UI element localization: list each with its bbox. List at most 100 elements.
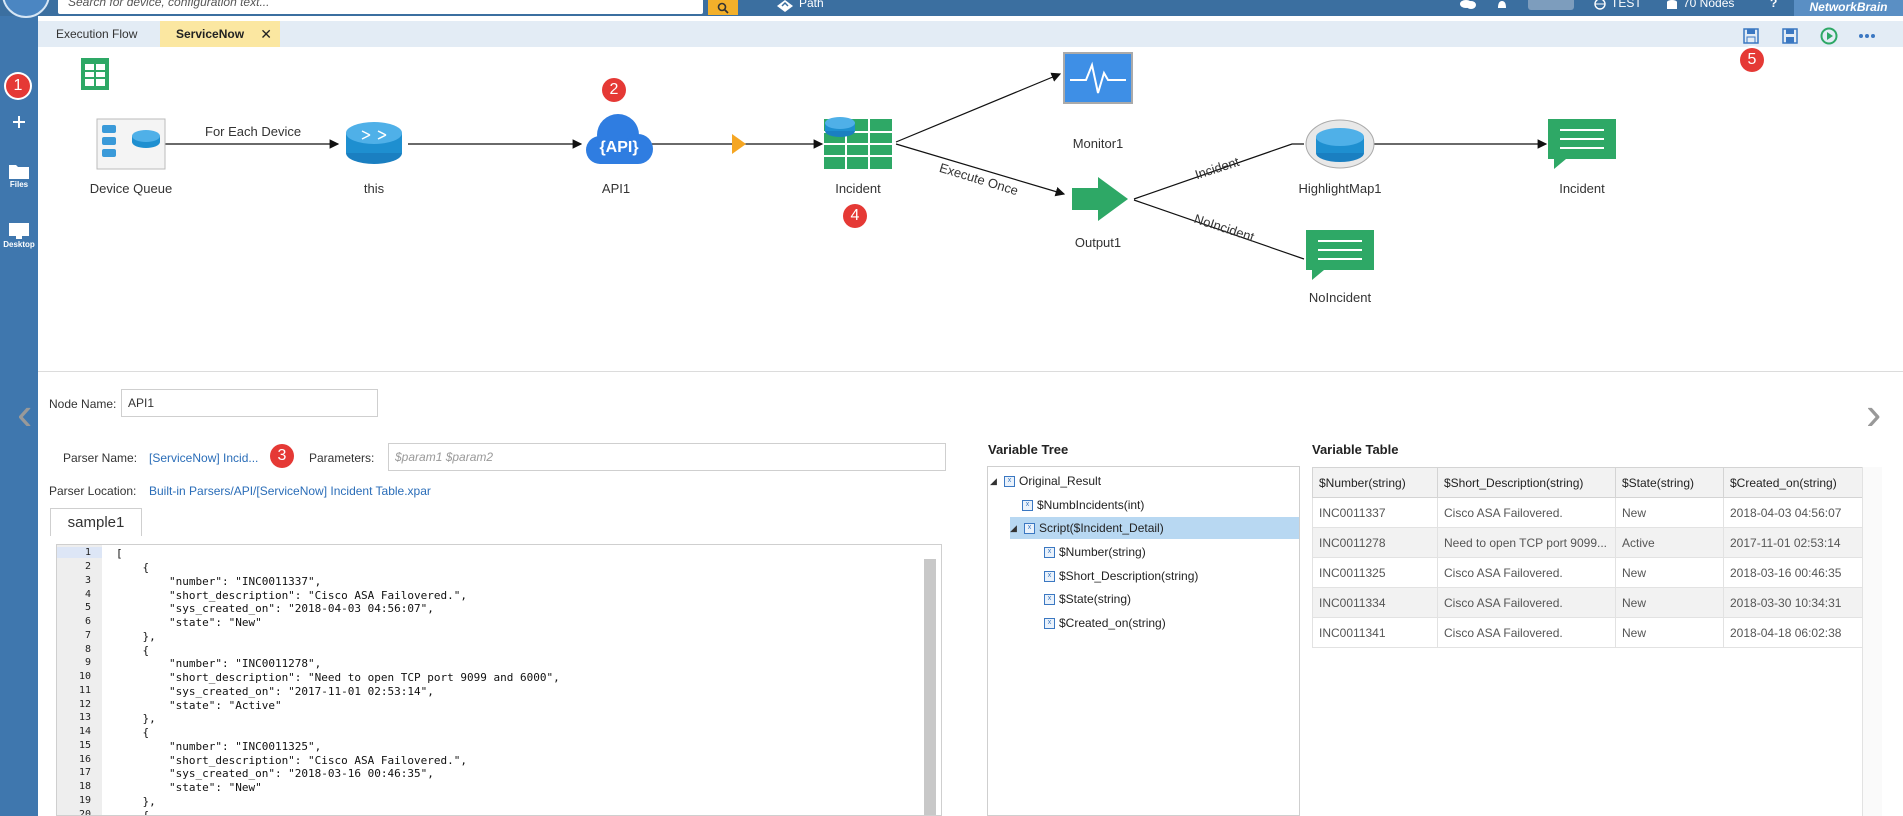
code-line: "sys_created_on": "2018-04-03 04:56:07", [116,602,434,615]
code-line: "short_description": "Cisco ASA Failover… [116,589,467,602]
more-icon[interactable] [1858,27,1876,45]
edge-label-for-each-device: For Each Device [205,124,302,139]
nodes-indicator[interactable]: 70 Nodes [1666,0,1734,14]
collapse-arrow-icon[interactable]: ◢ [990,476,997,486]
node-name-label: Node Name: [49,397,117,411]
table-scrollbar[interactable] [1862,467,1882,816]
table-row[interactable]: INC0011325 Cisco ASA Failovered. New 201… [1312,557,1864,588]
tree-item-label: Script($Incident_Detail) [1039,521,1164,535]
router-icon-this[interactable] [346,122,402,164]
table-header-row: $Number(string) $Short_Description(strin… [1312,467,1864,498]
tree-item-script[interactable]: ◢ x Script($Incident_Detail) [1010,517,1299,539]
search-button[interactable] [708,0,738,15]
menu-icon [16,0,36,2]
variable-table: $Number(string) $Short_Description(strin… [1312,467,1864,648]
tab-execution-flow[interactable]: Execution Flow [56,27,138,41]
column-header[interactable]: $State(string) [1615,467,1724,498]
table-row[interactable]: INC0011334 Cisco ASA Failovered. New 201… [1312,587,1864,618]
search-input[interactable]: Search for device, configuration text... [58,0,703,14]
tab-sample1[interactable]: sample1 [50,508,142,536]
nav-right-arrow-icon[interactable]: › [1866,387,1882,439]
variable-tree-title: Variable Tree [988,442,1069,457]
line-number: 7 [84,630,91,641]
user-avatar[interactable] [1528,0,1574,14]
parser-name-label: Parser Name: [63,451,138,465]
message-icon-noincident[interactable] [1306,230,1374,280]
table-cell: Active [1615,527,1724,558]
code-line: }, [116,630,156,643]
code-line: }, [116,795,156,808]
parser-location-link[interactable]: Built-in Parsers/API/[ServiceNow] Incide… [149,484,431,498]
run-icon[interactable] [1820,27,1838,45]
code-line: "state": "New" [116,781,262,794]
tree-item-number[interactable]: x $Number(string) [1044,541,1146,563]
save-icon[interactable] [1742,27,1760,45]
column-header[interactable]: $Number(string) [1312,467,1438,498]
flow-canvas[interactable]: {API} [38,47,1903,372]
chat-button[interactable] [1460,0,1476,14]
table-icon-incident[interactable] [824,117,892,169]
notification-button[interactable] [1496,0,1508,14]
output-arrow-icon[interactable] [1072,177,1128,221]
json-editor[interactable]: 1 2 3 4 5 6 7 8 9 10 11 12 13 14 15 16 1… [56,544,942,816]
save-as-icon[interactable] [1781,27,1799,45]
plus-icon [13,116,25,128]
code-line: "number": "INC0011325", [116,740,322,753]
collapse-arrow-icon[interactable]: ◢ [1010,523,1017,533]
parser-name-link[interactable]: [ServiceNow] Incid... [149,451,259,465]
start-icon[interactable] [81,58,109,90]
table-cell: INC0011278 [1312,527,1438,558]
code-line: { [116,561,150,574]
tree-item-state[interactable]: x $State(string) [1044,588,1131,610]
node-label-monitor1: Monitor1 [1072,136,1124,151]
line-number: 20 [78,809,91,816]
globe-icon [1594,0,1606,10]
variable-icon: x [1022,499,1033,511]
column-header[interactable]: $Short_Description(string) [1437,467,1616,498]
code-line: "state": "Active" [116,699,282,712]
domain-selector[interactable]: TEST [1594,0,1642,14]
database-icon [1667,0,1677,9]
tab-servicenow[interactable]: ServiceNow ✕ [160,21,280,47]
variable-icon: x [1044,570,1055,582]
tree-item-original-result[interactable]: ◢ x Original_Result [990,470,1101,492]
edge-output1-noincident [1133,199,1305,260]
tree-item-numbincidents[interactable]: x $NumbIncidents(int) [1022,494,1144,516]
table-row[interactable]: INC0011337 Cisco ASA Failovered. New 201… [1312,497,1864,528]
close-icon[interactable]: ✕ [260,26,272,42]
flow-diagram: {API} [81,52,1616,280]
tree-item-label: $Number(string) [1059,545,1146,559]
tree-item-created-on[interactable]: x $Created_on(string) [1044,612,1166,634]
chat-icon [1460,0,1476,9]
monitor-icon-monitor1[interactable] [1063,52,1133,104]
line-number: 10 [78,671,91,682]
parameters-input[interactable]: $param1 $param2 [388,443,946,471]
editor-scrollbar[interactable] [924,559,936,815]
brand-logo: NetworkBrain [1794,0,1903,16]
tree-item-short-description[interactable]: x $Short_Description(string) [1044,565,1198,587]
code-line: "sys_created_on": "2018-03-16 00:46:35", [116,767,434,780]
line-number: 18 [78,781,91,792]
line-number: 13 [78,712,91,723]
line-number: 4 [84,589,91,600]
add-button[interactable] [0,114,38,130]
variable-icon: x [1044,546,1055,558]
variable-icon: x [1044,617,1055,629]
table-row[interactable]: INC0011341 Cisco ASA Failovered. New 201… [1312,617,1864,648]
path-button[interactable]: Path [776,0,824,14]
node-name-input[interactable]: API1 [121,389,378,417]
code-line: "number": "INC0011337", [116,575,322,588]
help-button[interactable]: ? [1770,0,1777,14]
desktop-button[interactable]: Desktop [0,222,38,249]
message-icon-incident[interactable] [1548,119,1616,169]
highlight-router-icon[interactable] [1305,119,1375,169]
nav-left-arrow-icon[interactable]: ‹ [17,387,33,439]
table-cell: 2018-03-30 10:34:31 [1723,587,1864,618]
code-line: "short_description": "Need to open TCP p… [116,671,560,684]
node-label-incident: Incident [835,181,881,196]
files-button[interactable]: Files [0,162,38,189]
device-queue-icon[interactable] [96,118,166,170]
column-header[interactable]: $Created_on(string) [1723,467,1864,498]
table-row[interactable]: INC0011278 Need to open TCP port 9099...… [1312,527,1864,558]
api-cloud-icon[interactable]: {API} [586,114,653,164]
